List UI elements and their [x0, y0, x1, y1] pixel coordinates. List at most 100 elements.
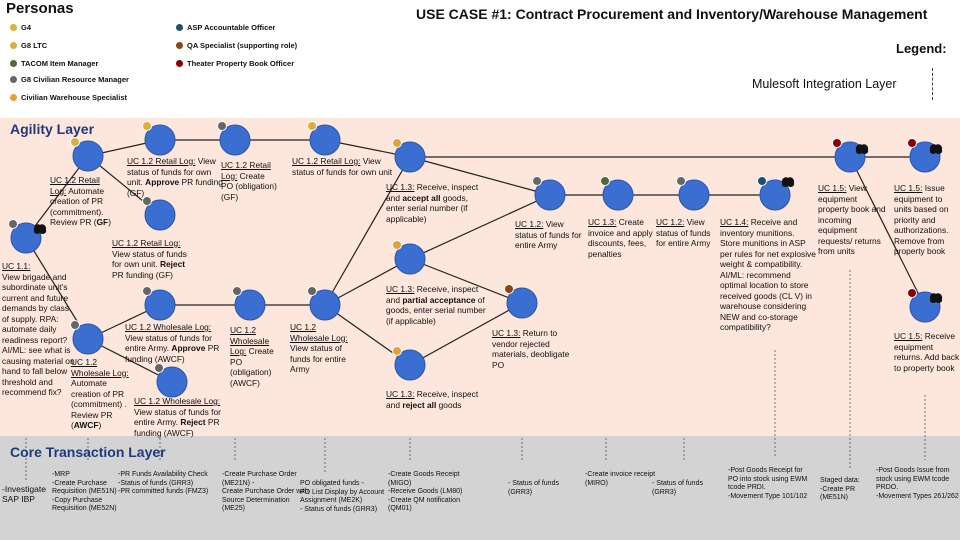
persona-dot	[142, 121, 152, 131]
process-node	[156, 366, 188, 398]
persona-item: Civilian Warehouse Specialist	[10, 93, 127, 102]
core-text-2: -MRP -Create Purchase Requisition (ME51N…	[52, 471, 117, 512]
legend-mulesoft-item: Mulesoft Integration Layer	[752, 77, 897, 91]
label-uc13-invoice: UC 1.3: Create invoice and apply discoun…	[588, 217, 653, 259]
persona-dot	[70, 320, 80, 330]
label-uc12-wholesale-c: UC 1.2 Wholesale Log: View status of fun…	[134, 396, 221, 438]
persona-label: G4	[21, 23, 32, 32]
persona-item: TACOM Item Manager	[10, 59, 98, 68]
label-uc11: UC 1.1:View brigade and subordinate unit…	[2, 261, 75, 397]
persona-color-dot	[176, 42, 183, 49]
persona-item: Theater Property Book Officer	[176, 59, 294, 68]
persona-item: G4	[10, 23, 31, 32]
ai-brain-icon-shape	[855, 144, 869, 154]
persona-dot	[142, 196, 152, 206]
persona-label: G8 Civilian Resource Manager	[21, 75, 129, 84]
core-layer-title: Core Transaction Layer	[10, 444, 166, 460]
persona-dot	[832, 138, 842, 148]
persona-dot	[232, 286, 242, 296]
process-node	[234, 289, 266, 321]
connector-line	[409, 156, 551, 196]
persona-dot	[217, 121, 227, 131]
ai-brain-icon	[929, 144, 943, 154]
process-node	[602, 179, 634, 211]
connector-line	[87, 338, 173, 383]
label-uc14: UC 1.4: Receive and inventory munitions.…	[720, 217, 816, 332]
label-uc12-status-2: UC 1.2: View status of funds for entire …	[656, 217, 711, 248]
persona-dot	[907, 288, 917, 298]
ai-brain-icon	[855, 144, 869, 154]
label-uc12-wholesale-a: UC 1.2 Wholesale Log: Automate creation …	[71, 357, 129, 430]
persona-dot	[154, 363, 164, 373]
legend-title: Legend:	[896, 41, 947, 56]
label-uc13-reject: UC 1.3: Receive, inspect and reject all …	[386, 389, 479, 410]
persona-color-dot	[10, 24, 17, 31]
use-case-title: USE CASE #1: Contract Procurement and In…	[416, 6, 928, 22]
core-text-4: -Create Purchase Order (ME21N) - Create …	[222, 471, 309, 512]
persona-label: TACOM Item Manager	[21, 59, 99, 68]
persona-dot	[676, 176, 686, 186]
persona-label: ASP Accountable Officer	[187, 23, 276, 32]
connector-line	[409, 258, 523, 304]
persona-item: G8 LTC	[10, 41, 47, 50]
label-uc13-accept: UC 1.3: Receive, inspect and accept all …	[386, 182, 479, 224]
label-uc12-status: UC 1.2: View status of funds for entire …	[515, 219, 582, 250]
label-uc15-receive: UC 1.5: Receive equipment returns. Add b…	[894, 331, 960, 373]
ai-brain-icon	[33, 224, 47, 234]
process-node	[72, 323, 104, 355]
core-layer-band	[0, 436, 960, 540]
persona-dot	[70, 137, 80, 147]
persona-color-dot	[10, 60, 17, 67]
persona-dot	[8, 219, 18, 229]
persona-dot	[907, 138, 917, 148]
persona-dot	[392, 346, 402, 356]
core-text-9: - Status of funds (GRR3)	[652, 480, 703, 496]
label-uc12-retail-e: UC 1.2 Retail Log: View status of funds …	[292, 156, 393, 177]
process-node	[72, 140, 104, 172]
process-node	[309, 289, 341, 321]
label-uc15-view: UC 1.5: View equipment property book and…	[818, 183, 886, 256]
core-text-6: -Create Goods Receipt (MIGO) -Receive Go…	[388, 471, 463, 512]
process-node	[759, 179, 791, 211]
process-node	[144, 124, 176, 156]
ai-brain-icon-shape	[781, 177, 795, 187]
process-node	[534, 179, 566, 211]
agility-layer-title: Agility Layer	[10, 121, 95, 137]
ai-brain-icon	[781, 177, 795, 187]
process-node	[394, 349, 426, 381]
persona-dot	[392, 138, 402, 148]
persona-item: QA Specialist (supporting role)	[176, 41, 297, 50]
persona-dot	[600, 176, 610, 186]
persona-dot	[504, 284, 514, 294]
label-uc12-retail-d: UC 1.2 Retail Log: Create PO (obligation…	[221, 160, 277, 202]
persona-color-dot	[10, 42, 17, 49]
label-uc12-retail-a: UC 1.2 Retail Log: Automate creation of …	[50, 175, 111, 227]
label-uc12-wholesale-d: UC 1.2 Wholesale Log: Create PO (obligat…	[230, 325, 274, 388]
persona-dot	[307, 121, 317, 131]
process-node	[144, 289, 176, 321]
process-node	[394, 141, 426, 173]
persona-dot	[532, 176, 542, 186]
process-node	[309, 124, 341, 156]
persona-item: ASP Accountable Officer	[176, 23, 275, 32]
connector-line	[849, 156, 926, 308]
persona-label: QA Specialist (supporting role)	[187, 41, 298, 50]
process-node	[506, 287, 538, 319]
ai-brain-icon-shape	[929, 293, 943, 303]
connector-line	[25, 155, 89, 239]
persona-color-dot	[10, 94, 17, 101]
persona-color-dot	[176, 60, 183, 67]
label-uc15-issue: UC 1.5: Issue equipment to units based o…	[894, 183, 949, 256]
connector-line	[409, 302, 523, 366]
core-text-7: - Status of funds (GRR3)	[508, 480, 559, 496]
core-text-3: -PR Funds Availability Check -Status of …	[118, 471, 209, 495]
persona-color-dot	[176, 24, 183, 31]
ai-brain-icon-shape	[929, 144, 943, 154]
core-text-8: -Create invoice receipt (MIRO)	[585, 471, 656, 487]
label-uc12-wholesale-b: UC 1.2 Wholesale Log: View status of fun…	[125, 322, 220, 364]
persona-label: Theater Property Book Officer	[187, 59, 295, 68]
persona-dot	[142, 286, 152, 296]
core-text-12: -Post Goods Issue from stock using EWM t…	[876, 467, 959, 500]
persona-item: G8 Civilian Resource Manager	[10, 75, 129, 84]
